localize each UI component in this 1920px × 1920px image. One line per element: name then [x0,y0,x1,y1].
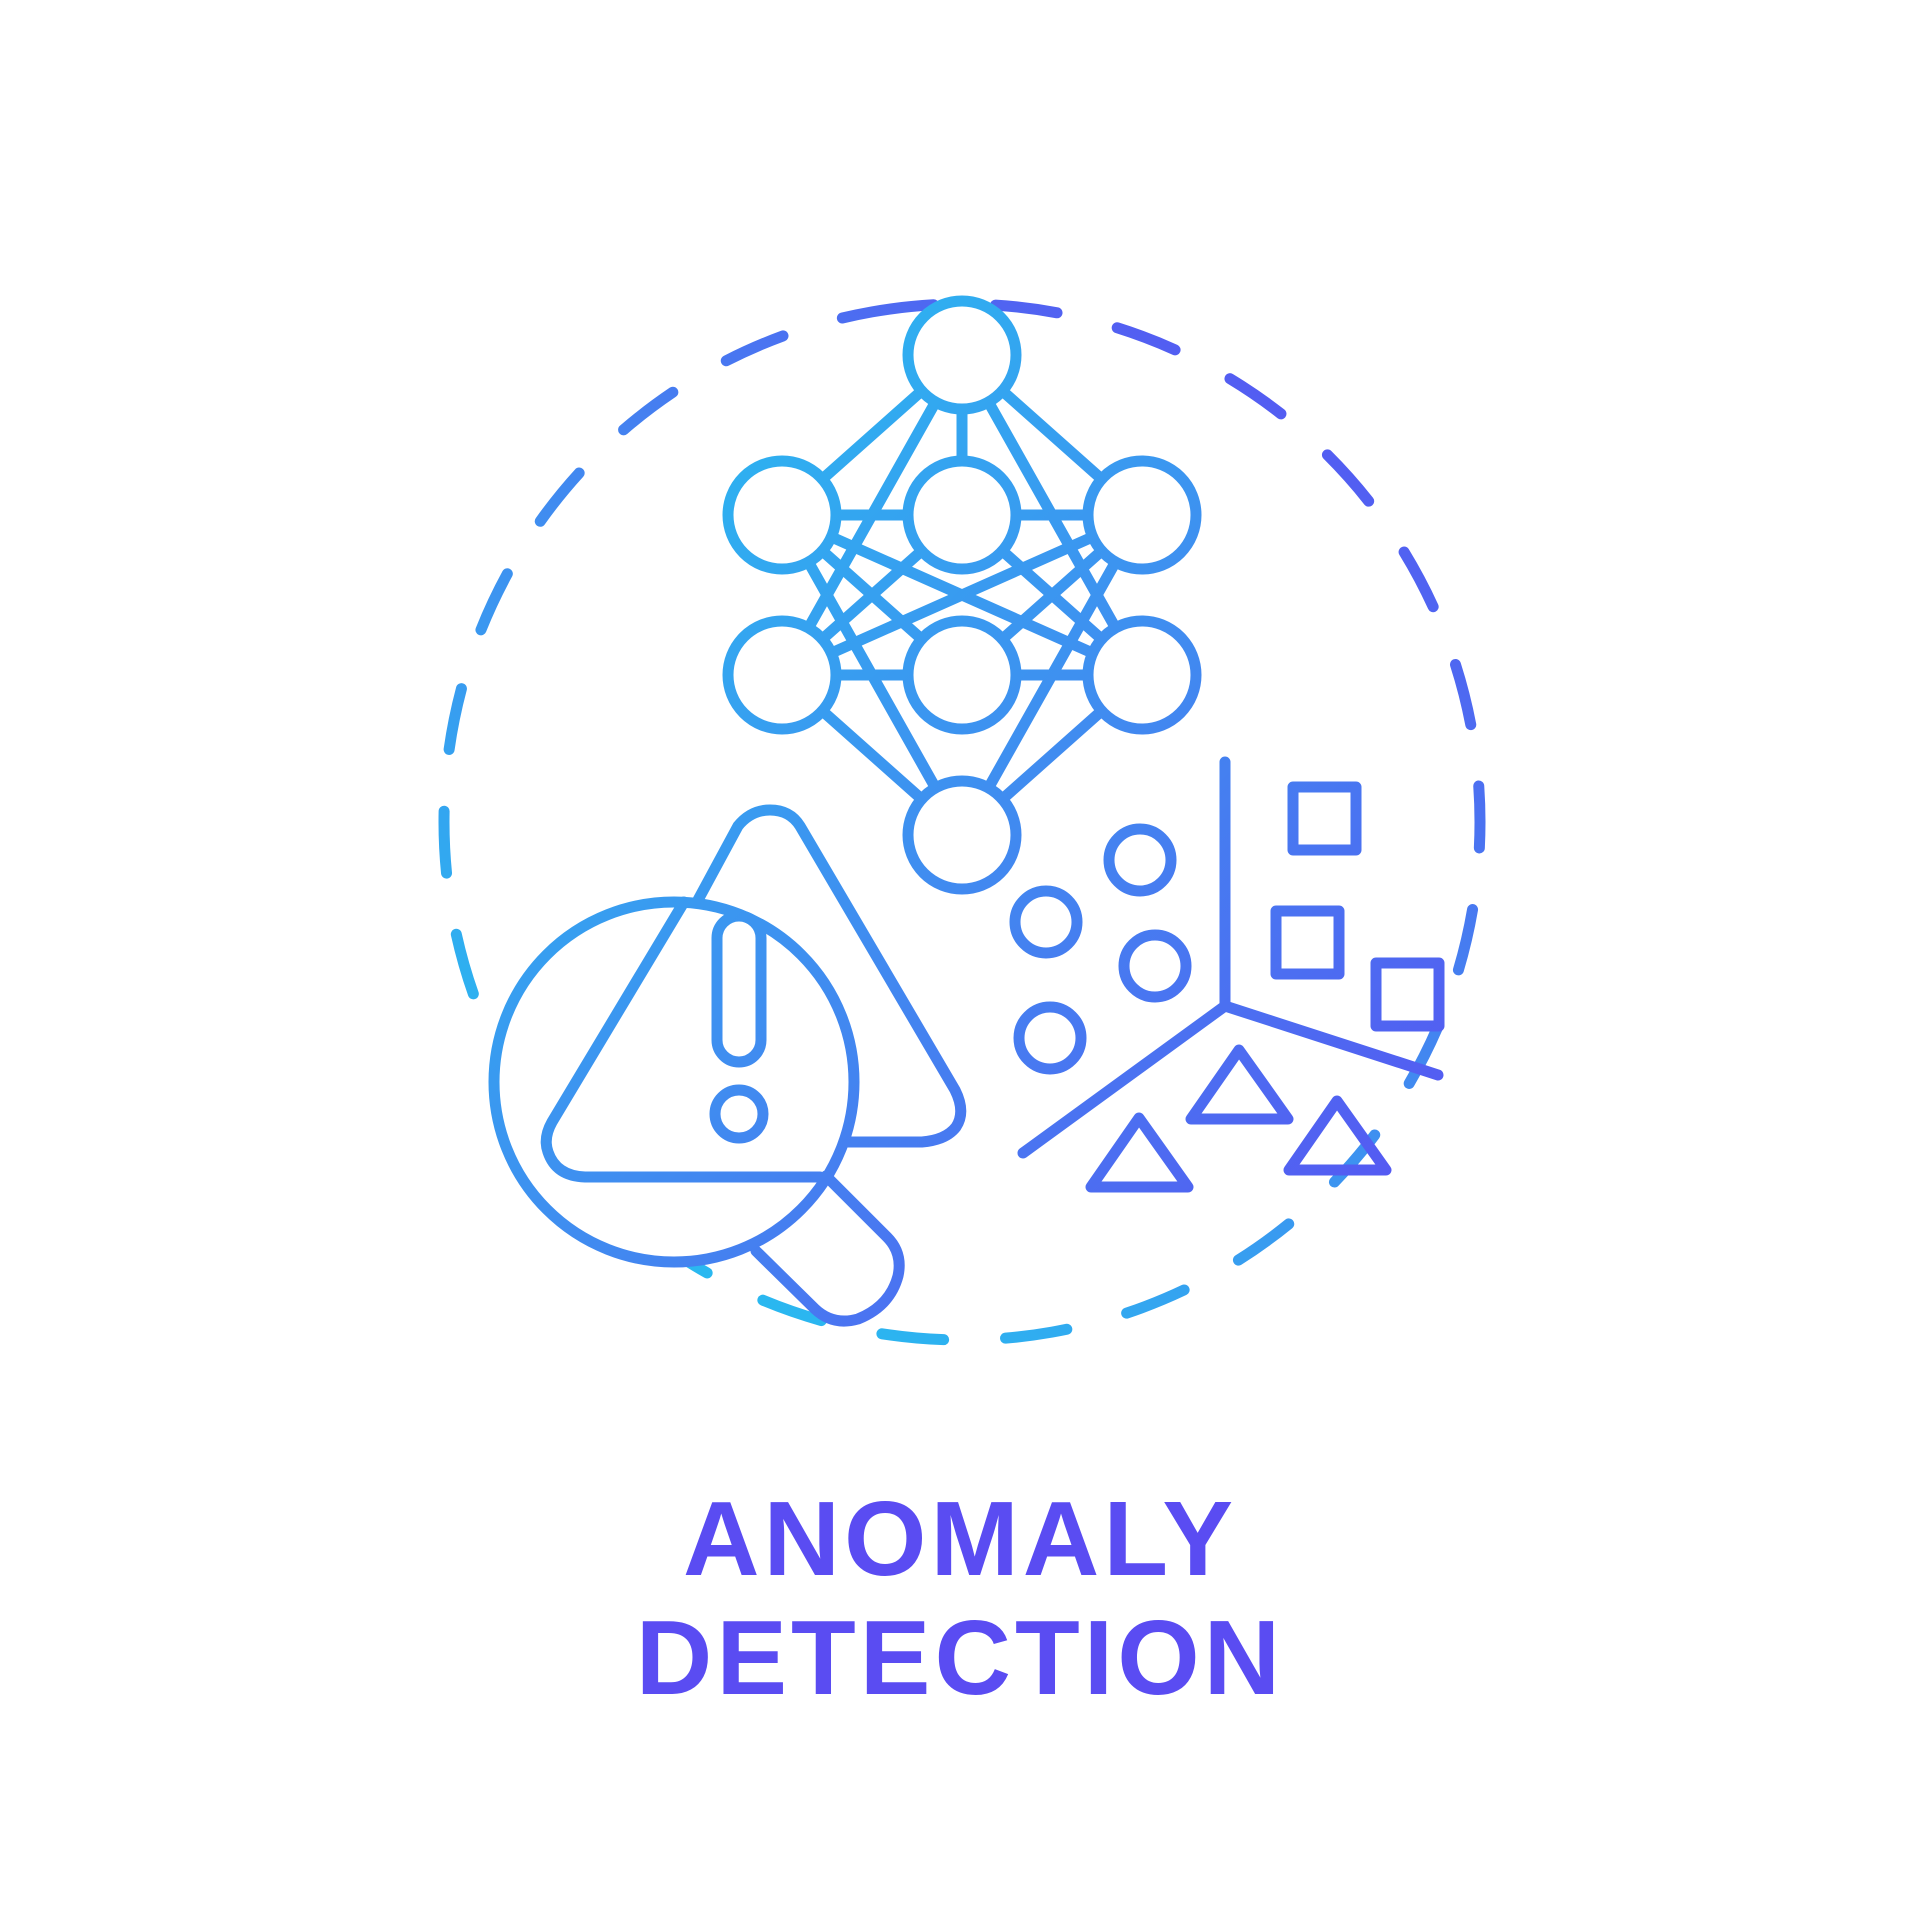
cluster-square [1370,957,1445,1032]
cluster-triangle [1185,1044,1294,1125]
title-line-2: DETECTION [635,1599,1285,1717]
cluster-square [1287,781,1362,856]
neural-network-icon [722,295,1202,895]
title-line-1: ANOMALY [682,1480,1238,1598]
exclamation-bar [711,910,767,1068]
data-clusters-icon [1009,756,1445,1193]
cluster-circle [1013,1001,1087,1075]
cluster-circle [1103,823,1177,897]
dashed-ring [438,298,1486,1346]
warning-triangle-icon [540,804,967,1183]
cluster-circle [1009,885,1083,959]
cluster-circle [1118,929,1192,1003]
exclamation-dot [709,1084,769,1144]
cluster-square [1270,905,1345,980]
cluster-triangle [1085,1112,1194,1193]
cluster-triangle [1283,1095,1392,1176]
